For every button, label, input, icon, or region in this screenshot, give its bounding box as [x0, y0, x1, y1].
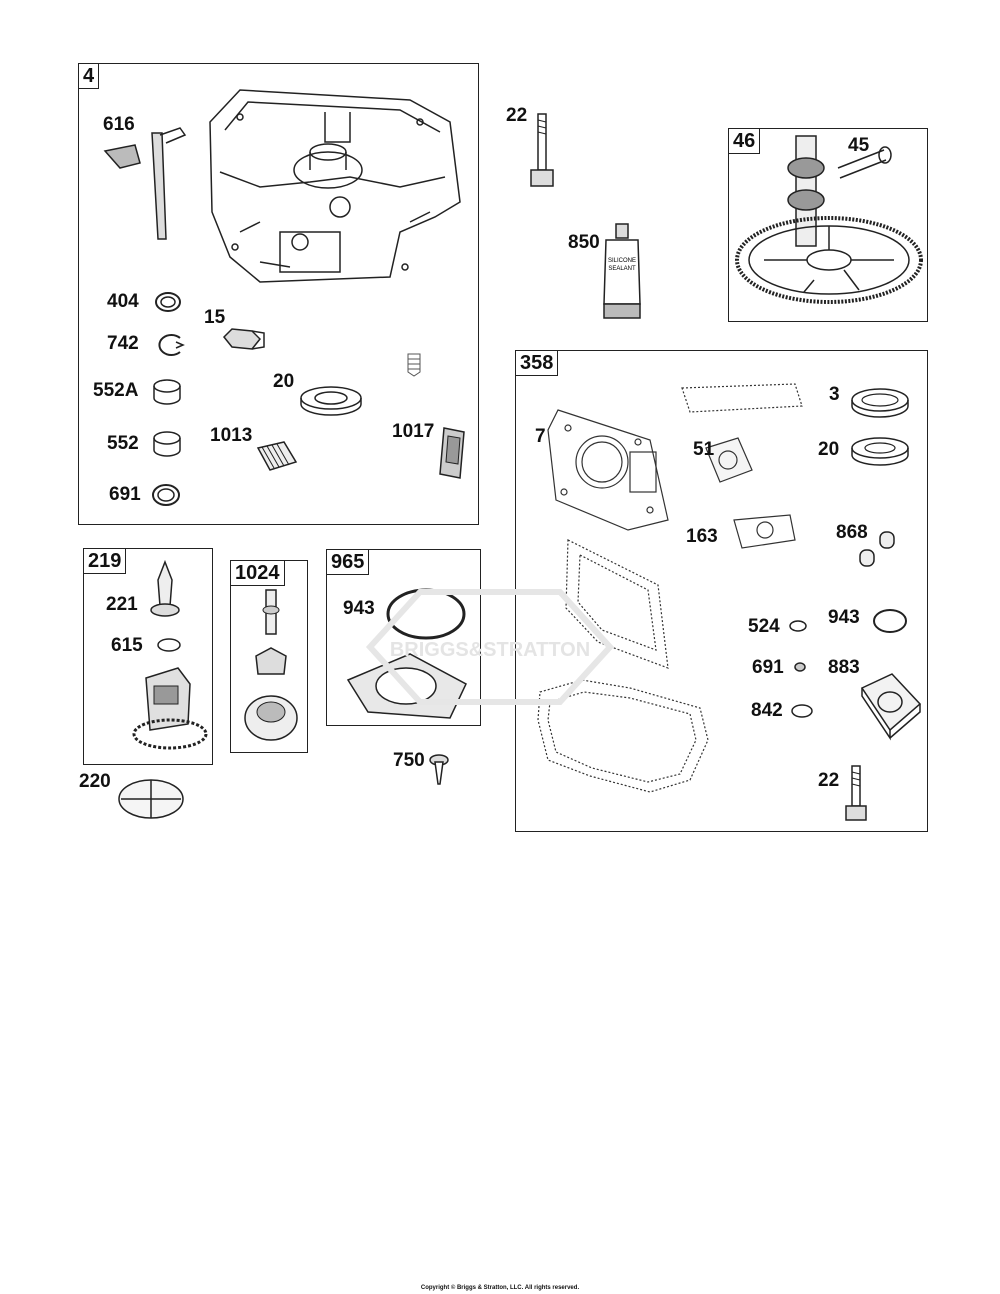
dowel-868-drawing [859, 531, 895, 567]
label-615: 615 [111, 635, 143, 656]
washer-615-drawing [157, 638, 181, 652]
copyright-notice: Copyright © Briggs & Stratton, LLC. All … [420, 1285, 580, 1291]
label-850: 850 [568, 232, 600, 253]
oil-seal-20-drawing [300, 386, 362, 416]
label-358-524: 524 [748, 616, 780, 637]
label-15: 15 [204, 307, 226, 328]
label-358-868: 868 [836, 522, 868, 543]
o-ring-358-943-drawing [873, 609, 907, 633]
governor-shaft-drawing [103, 127, 187, 240]
label-552a: 552A [93, 380, 139, 401]
group-219-frame: 219 [83, 548, 213, 765]
label-221: 221 [106, 594, 138, 615]
bushing-552-drawing [153, 431, 181, 457]
label-358-3: 3 [829, 384, 840, 405]
group-358-frame: 358 [515, 350, 928, 832]
screw-750-drawing [429, 754, 449, 785]
label-358-51: 51 [693, 439, 715, 460]
washer-220-drawing [118, 779, 184, 819]
ring-524-drawing [789, 620, 807, 632]
bolt-22-drawing [530, 113, 554, 187]
label-404: 404 [107, 291, 139, 312]
bushing-552a-drawing [153, 379, 181, 405]
dipstick-tube-1013-drawing [256, 441, 298, 471]
oil-seal-358-20-drawing [851, 437, 909, 466]
governor-gear-drawing [132, 667, 208, 750]
label-358-163: 163 [686, 526, 718, 547]
watermark-text: BRIGGS&STRATTON [390, 639, 590, 661]
ring-842-drawing [791, 704, 813, 718]
label-358-20: 20 [818, 439, 840, 460]
group-46-tag: 46 [728, 128, 761, 154]
label-691: 691 [109, 484, 141, 505]
group-4-frame: 4 [78, 63, 479, 525]
oil-pump-drawing [244, 589, 298, 741]
label-20: 20 [273, 371, 295, 392]
group-1024-tag: 1024 [230, 560, 285, 586]
group-358-tag: 358 [515, 350, 559, 376]
e-clip-742-drawing [158, 334, 185, 356]
label-1013: 1013 [210, 425, 253, 446]
label-965-943: 943 [343, 598, 375, 619]
label-616: 616 [103, 114, 135, 135]
group-46-frame: 46 [728, 128, 928, 322]
gasket-set-drawing [537, 383, 803, 793]
crankcase-sump-drawing [209, 89, 461, 283]
seal-358-691-drawing [794, 662, 806, 672]
adapter-883-drawing [860, 673, 922, 741]
group-4-tag: 4 [78, 63, 100, 89]
label-358-943: 943 [828, 607, 860, 628]
group-965-frame: 965 [326, 549, 481, 726]
fitting-drawing [407, 353, 421, 377]
bolt-358-22-drawing [845, 765, 867, 821]
group-965-tag: 965 [326, 549, 370, 575]
cover-1017-drawing [439, 427, 465, 479]
label-358-22: 22 [818, 770, 840, 791]
plug-15-drawing [222, 328, 265, 350]
brand-watermark: BRIGGS&STRATTON [365, 589, 615, 705]
label-358-883: 883 [828, 657, 860, 678]
camshaft-gear-drawing [735, 135, 923, 304]
label-750: 750 [393, 750, 425, 771]
label-742: 742 [107, 333, 139, 354]
label-552: 552 [107, 433, 139, 454]
group-219-tag: 219 [83, 548, 127, 574]
seal-691-drawing [152, 484, 180, 506]
pin-221-drawing [150, 559, 180, 617]
label-45: 45 [848, 135, 870, 156]
label-358-7: 7 [535, 426, 546, 447]
tube-text-1: SILICONE [608, 258, 636, 264]
label-358-842: 842 [751, 700, 783, 721]
washer-404-drawing [155, 292, 181, 312]
label-bolt-22-top: 22 [506, 105, 528, 126]
seal-3-drawing [851, 388, 909, 418]
label-358-691: 691 [752, 657, 784, 678]
sealant-tube-drawing: SILICONE SEALANT [603, 223, 641, 319]
tube-text-2: SEALANT [608, 266, 636, 272]
label-220: 220 [79, 771, 111, 792]
label-1017: 1017 [392, 421, 435, 442]
group-1024-frame: 1024 [230, 560, 308, 753]
